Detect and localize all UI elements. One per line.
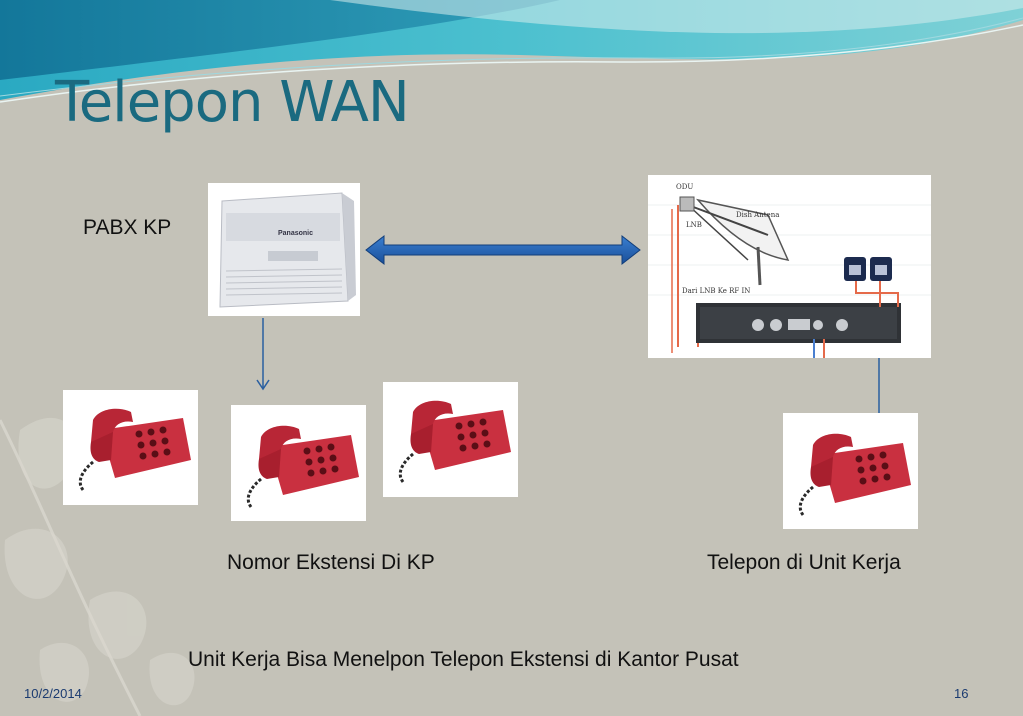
slide-title: Telepon WAN	[55, 70, 410, 135]
extension-phone-1	[63, 390, 198, 505]
extensions-label: Nomor Ekstensi Di KP	[227, 551, 435, 574]
unit-phone	[783, 413, 918, 529]
slide-caption: Unit Kerja Bisa Menelpon Telepon Ekstens…	[188, 648, 739, 671]
satellite-dish-icon: ODU LNB Dish Antena Dari LNB Ke RF IN	[648, 175, 931, 358]
dish-label: Dish Antena	[736, 211, 779, 219]
red-desk-phone-icon	[78, 408, 191, 491]
page-number: 16	[954, 686, 969, 701]
lnb-label: LNB	[686, 221, 702, 229]
satellite-network-image: ODU LNB Dish Antena Dari LNB Ke RF IN	[648, 175, 931, 358]
extension-phone-2	[231, 405, 366, 521]
odu-label: ODU	[676, 183, 693, 191]
red-desk-phone-icon	[246, 425, 359, 508]
red-desk-phone-icon	[398, 400, 511, 483]
extension-phone-3	[383, 382, 518, 497]
pabx-unit-icon: Panasonic	[219, 192, 356, 308]
footer-date: 10/2/2014	[24, 686, 82, 701]
cable-label: Dari LNB Ke RF IN	[682, 287, 750, 295]
pabx-device-image: Panasonic	[208, 183, 360, 316]
red-desk-phone-icon	[798, 433, 911, 516]
pabx-label: PABX KP	[83, 216, 172, 239]
pabx-brand-label: Panasonic	[278, 230, 313, 237]
unit-phone-label: Telepon di Unit Kerja	[707, 551, 901, 574]
